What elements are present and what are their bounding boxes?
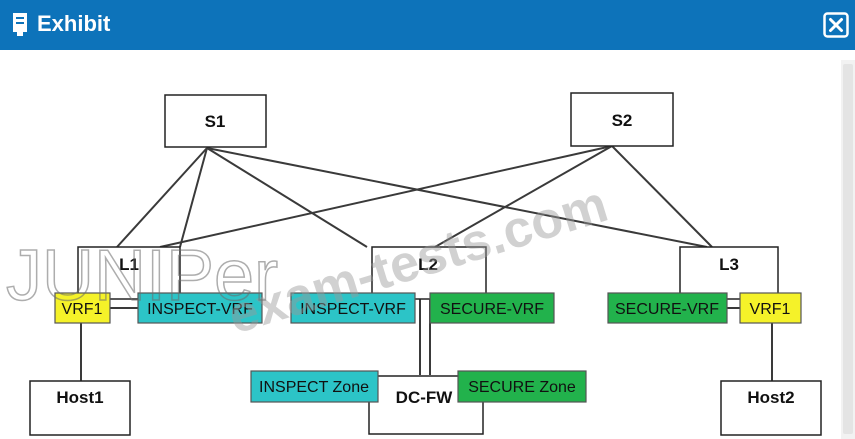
node-s1-label: S1 xyxy=(205,112,226,131)
link-s1-l1-alt xyxy=(179,147,208,248)
tag-l2-inspect-vrf: INSPECT-VRF xyxy=(290,292,416,324)
tag-l2-inspect-vrf-label: INSPECT-VRF xyxy=(300,301,406,318)
node-l3-label: L3 xyxy=(719,255,739,274)
link-s2-l1 xyxy=(159,145,613,248)
link-s1-l2 xyxy=(206,147,368,248)
tag-inspect-zone-label: INSPECT Zone xyxy=(259,379,369,396)
node-dcfw-label: DC-FW xyxy=(396,388,454,407)
node-dcfw: DC-FW xyxy=(368,375,484,435)
tag-l1-inspect-vrf-label: INSPECT-VRF xyxy=(147,301,253,318)
tag-l2-secure-vrf-label: SECURE-VRF xyxy=(440,301,544,318)
link-s2-l3 xyxy=(611,145,713,248)
tag-l2-secure-vrf: SECURE-VRF xyxy=(429,292,555,324)
exhibit-icon xyxy=(13,13,27,36)
node-s2: S2 xyxy=(570,92,674,147)
watermark-site: exam-tests.com xyxy=(221,175,614,345)
tag-l3-secure-vrf: SECURE-VRF xyxy=(607,292,728,324)
node-s2-label: S2 xyxy=(612,111,633,130)
window-title: Exhibit xyxy=(37,11,111,36)
link-s1-l3 xyxy=(206,147,708,248)
topology-diagram: S1 S2 L1 L2 L3 Host1 Host2 xyxy=(5,92,822,436)
node-host2-label: Host2 xyxy=(747,388,794,407)
node-l2: L2 xyxy=(371,246,487,300)
tag-l1-vrf1-label: VRF1 xyxy=(62,301,103,318)
node-l1: L1 xyxy=(77,246,181,300)
link-s1-l1 xyxy=(116,147,208,248)
scrollbar[interactable] xyxy=(841,60,855,439)
node-l3: L3 xyxy=(679,246,779,300)
watermark-brand: JUNIPer xyxy=(6,236,278,316)
close-icon[interactable] xyxy=(823,12,849,38)
tag-l3-vrf1-label: VRF1 xyxy=(750,301,791,318)
link-s2-l2 xyxy=(434,145,613,248)
node-host2: Host2 xyxy=(720,380,822,436)
tag-l1-inspect-vrf: INSPECT-VRF xyxy=(137,292,263,324)
tag-l3-vrf1: VRF1 xyxy=(739,292,802,324)
node-s1: S1 xyxy=(164,94,267,148)
tag-secure-zone: SECURE Zone xyxy=(457,370,587,403)
node-l2-label: L2 xyxy=(418,255,438,274)
scroll-thumb[interactable] xyxy=(843,64,853,434)
node-host1: Host1 xyxy=(29,380,131,436)
tag-l3-secure-vrf-label: SECURE-VRF xyxy=(615,301,719,318)
title-bar: Exhibit xyxy=(0,0,855,50)
node-l1-label: L1 xyxy=(119,255,139,274)
links xyxy=(80,145,773,381)
tag-secure-zone-label: SECURE Zone xyxy=(468,379,576,396)
node-host1-label: Host1 xyxy=(56,388,103,407)
tag-l1-vrf1: VRF1 xyxy=(54,292,111,324)
tag-inspect-zone: INSPECT Zone xyxy=(250,370,379,403)
